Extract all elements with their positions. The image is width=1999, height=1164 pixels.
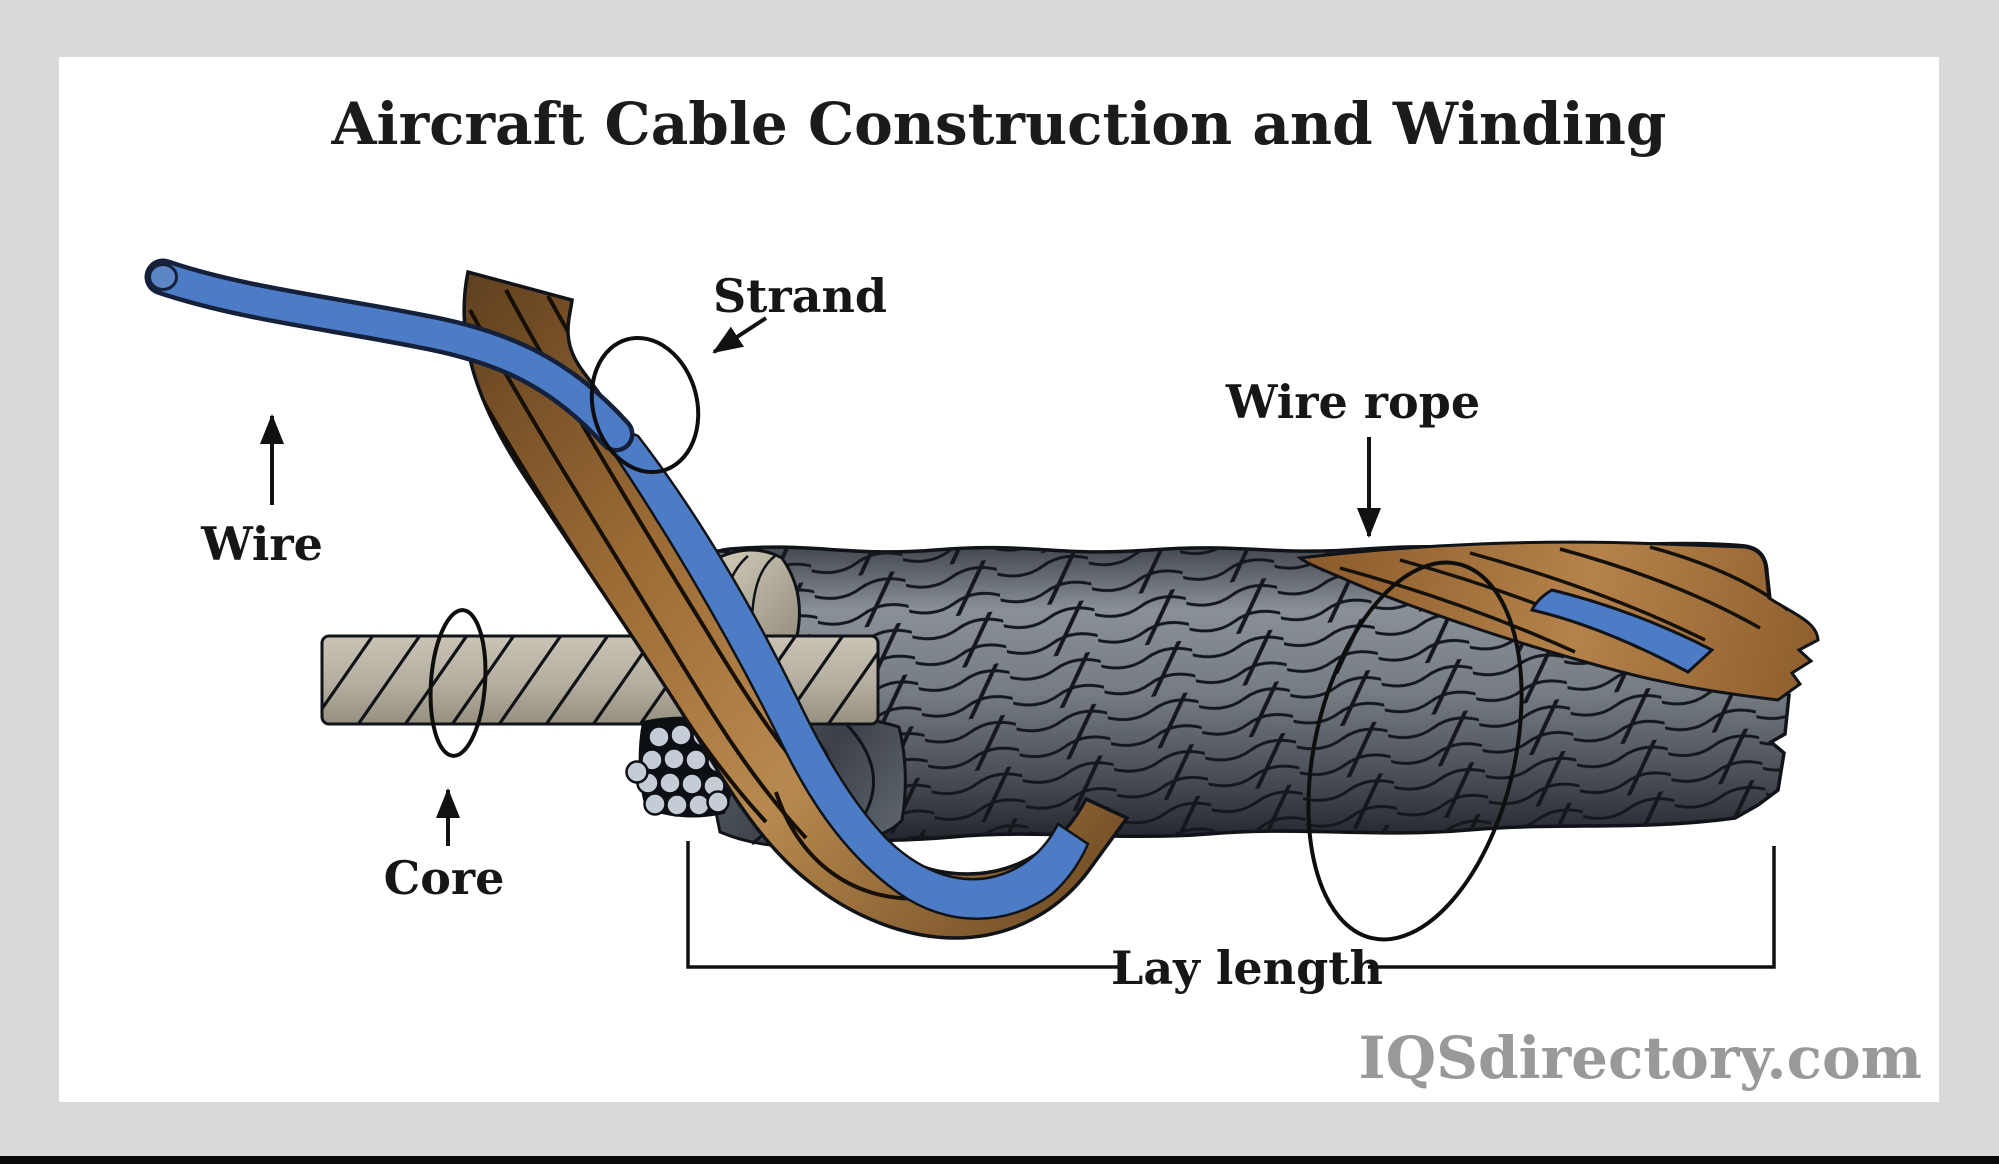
strand-label: Strand	[713, 269, 887, 323]
wire-rope-loop-annotation	[1306, 560, 1524, 942]
lay-length-label: Lay length	[1111, 941, 1383, 995]
wire-body	[149, 263, 630, 448]
core-loop-annotation	[428, 608, 488, 758]
wire-graphic	[144, 258, 635, 453]
bottom-border-bar	[0, 1156, 1999, 1164]
wire-label: Wire	[200, 517, 323, 571]
rope-end-strand	[1296, 540, 1820, 702]
strand-blue-stripe	[595, 427, 1090, 920]
wire-rope-label: Wire rope	[1225, 375, 1480, 429]
page-title: Aircraft Cable Construction and Winding	[331, 90, 1667, 158]
strand-loop-annotation	[589, 335, 701, 475]
lay-length-dimension-right	[1368, 846, 1776, 969]
watermark-text: IQSdirectory.com	[1358, 1024, 1922, 1092]
strand-arrow	[712, 316, 768, 354]
lay-length-dimension-left	[686, 841, 1126, 969]
lay-length-dimension	[686, 841, 1776, 969]
core-label: Core	[384, 851, 505, 905]
wire-tip-cap	[148, 263, 178, 291]
rope-end-blue-stripe	[1529, 588, 1715, 674]
